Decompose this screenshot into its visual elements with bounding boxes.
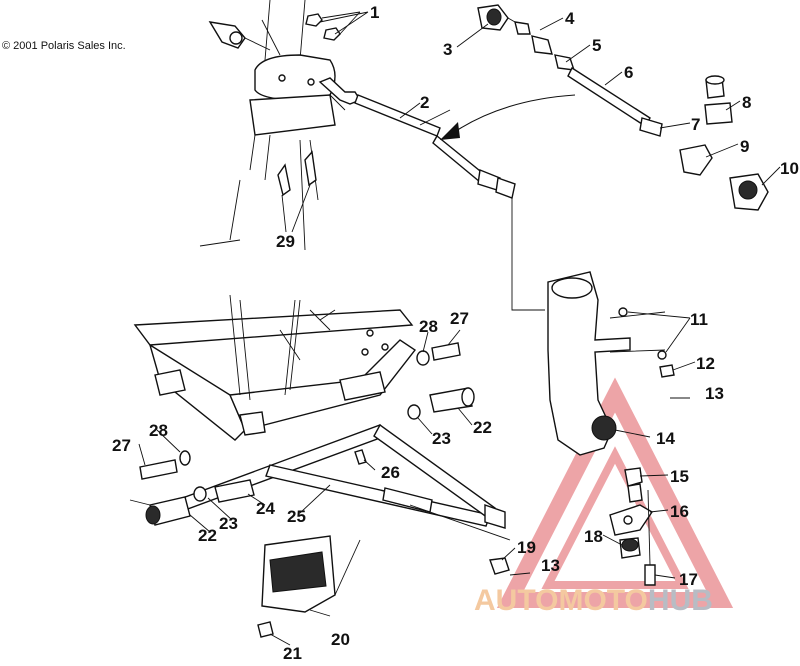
parts-3-7-inner-tie-rod bbox=[477, 4, 663, 137]
callout-27-left: 27 bbox=[112, 436, 131, 455]
watermark-part1: AUTOMOTO bbox=[474, 584, 648, 617]
bushings-22-24 bbox=[193, 387, 475, 503]
callout-17: 17 bbox=[679, 570, 698, 589]
leader-lines bbox=[138, 11, 781, 646]
part-2-tie-rod bbox=[318, 77, 545, 311]
callout-29: 29 bbox=[276, 232, 295, 251]
callout-13-upper: 13 bbox=[705, 384, 724, 403]
callout-19: 19 bbox=[517, 538, 536, 557]
callout-28-right: 28 bbox=[419, 317, 438, 336]
callout-25: 25 bbox=[287, 507, 306, 526]
arrow-head bbox=[440, 122, 460, 140]
callout-26: 26 bbox=[381, 463, 400, 482]
callout-20: 20 bbox=[331, 630, 350, 649]
callout-14: 14 bbox=[656, 429, 675, 448]
callout-13-lower: 13 bbox=[541, 556, 560, 575]
callout-21: 21 bbox=[283, 644, 302, 661]
parts-15-18-ball-joint bbox=[609, 467, 656, 586]
callout-23-right: 23 bbox=[432, 429, 451, 448]
part-20-skid-plate bbox=[257, 535, 361, 638]
callout-23-left: 23 bbox=[219, 514, 238, 533]
frame-lower bbox=[133, 294, 417, 441]
callout-16: 16 bbox=[670, 502, 689, 521]
watermark-text: AUTOMOTOHUB bbox=[474, 584, 713, 618]
frame-upper bbox=[199, 0, 346, 251]
bolts-27-28 bbox=[139, 342, 461, 480]
callout-4: 4 bbox=[565, 9, 575, 28]
callout-1: 1 bbox=[370, 3, 379, 22]
callout-7: 7 bbox=[691, 115, 700, 134]
copyright-notice: © 2001 Polaris Sales Inc. bbox=[2, 40, 126, 52]
callout-11: 11 bbox=[690, 310, 708, 329]
callout-22-left: 22 bbox=[198, 526, 217, 545]
part-25-a-arm bbox=[129, 423, 511, 541]
assembly-arrow bbox=[449, 94, 576, 136]
callout-12: 12 bbox=[696, 354, 715, 373]
callout-numbers: 1 2 3 4 5 6 7 8 9 10 11 12 13 14 15 16 1… bbox=[112, 3, 799, 663]
callout-24: 24 bbox=[256, 499, 275, 518]
callout-2: 2 bbox=[420, 93, 429, 112]
part-29-bolts bbox=[277, 150, 317, 197]
callout-15: 15 bbox=[670, 467, 689, 486]
callout-22-right: 22 bbox=[473, 418, 492, 437]
callout-10: 10 bbox=[780, 159, 799, 178]
callout-6: 6 bbox=[624, 63, 633, 82]
callout-3: 3 bbox=[443, 40, 452, 59]
part-1-nuts bbox=[208, 11, 361, 51]
callout-18: 18 bbox=[584, 527, 603, 546]
parts-8-10-tie-rod-end bbox=[679, 75, 769, 211]
part-19-nut bbox=[489, 557, 531, 576]
callout-5: 5 bbox=[592, 36, 601, 55]
callout-9: 9 bbox=[740, 137, 749, 156]
watermark-part2: HUB bbox=[647, 584, 713, 617]
spindle-knuckle bbox=[547, 271, 690, 456]
callout-8: 8 bbox=[742, 93, 751, 112]
callout-27-right: 27 bbox=[450, 309, 469, 328]
callout-28-left: 28 bbox=[149, 421, 168, 440]
